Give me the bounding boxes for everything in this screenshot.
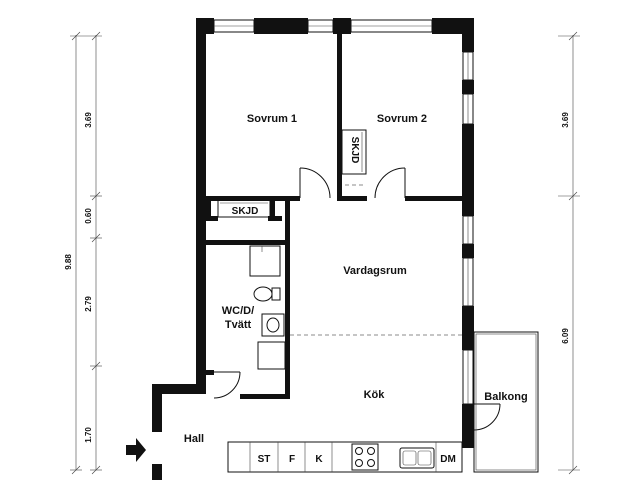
room-label-sovrum1: Sovrum 1: [247, 113, 297, 125]
room-label-skjd-horizontal: SKJD: [232, 206, 259, 217]
dim-left-total: 9.88: [64, 254, 73, 270]
fixture-label-dm: DM: [440, 454, 456, 465]
closet-detail: [217, 129, 367, 218]
dimension-labels-right: 3.69 6.09: [561, 112, 570, 344]
room-label-vardagsrum: Vardagsrum: [343, 265, 407, 277]
dim-left-1: 3.69: [84, 112, 93, 128]
dimension-lines-right: [558, 31, 580, 475]
dimension-labels-left: 9.88 3.69 0.60 2.79 1.70: [64, 112, 93, 443]
fixture-label-f: F: [289, 454, 295, 465]
entrance-arrow-icon: [126, 438, 146, 462]
balcony: [473, 331, 539, 473]
fixture-label-st: ST: [258, 454, 271, 465]
dim-right-2: 6.09: [561, 328, 570, 344]
dim-right-1: 3.69: [561, 112, 570, 128]
outer-walls: [152, 18, 474, 480]
windows-top: [213, 19, 433, 33]
room-label-skjd-vertical: SKJD: [349, 137, 360, 164]
room-label-hall: Hall: [184, 433, 204, 445]
room-label-sovrum2: Sovrum 2: [377, 113, 427, 125]
inner-walls: [206, 34, 462, 399]
room-label-balkong: Balkong: [484, 391, 527, 403]
dimension-lines-left: [70, 31, 102, 475]
room-label-wc-line2: Tvätt: [225, 319, 252, 331]
room-label-kok: Kök: [364, 389, 386, 401]
windows-right: [462, 51, 474, 405]
kitchen-counter: [227, 441, 463, 473]
bathroom-fixtures: [249, 245, 462, 370]
dim-left-2: 0.60: [84, 208, 93, 224]
dim-left-3: 2.79: [84, 296, 93, 312]
room-label-wc-line1: WC/D/: [222, 305, 254, 317]
dim-left-4: 1.70: [84, 427, 93, 443]
doors: [213, 167, 501, 431]
fixture-label-k: K: [315, 454, 323, 465]
